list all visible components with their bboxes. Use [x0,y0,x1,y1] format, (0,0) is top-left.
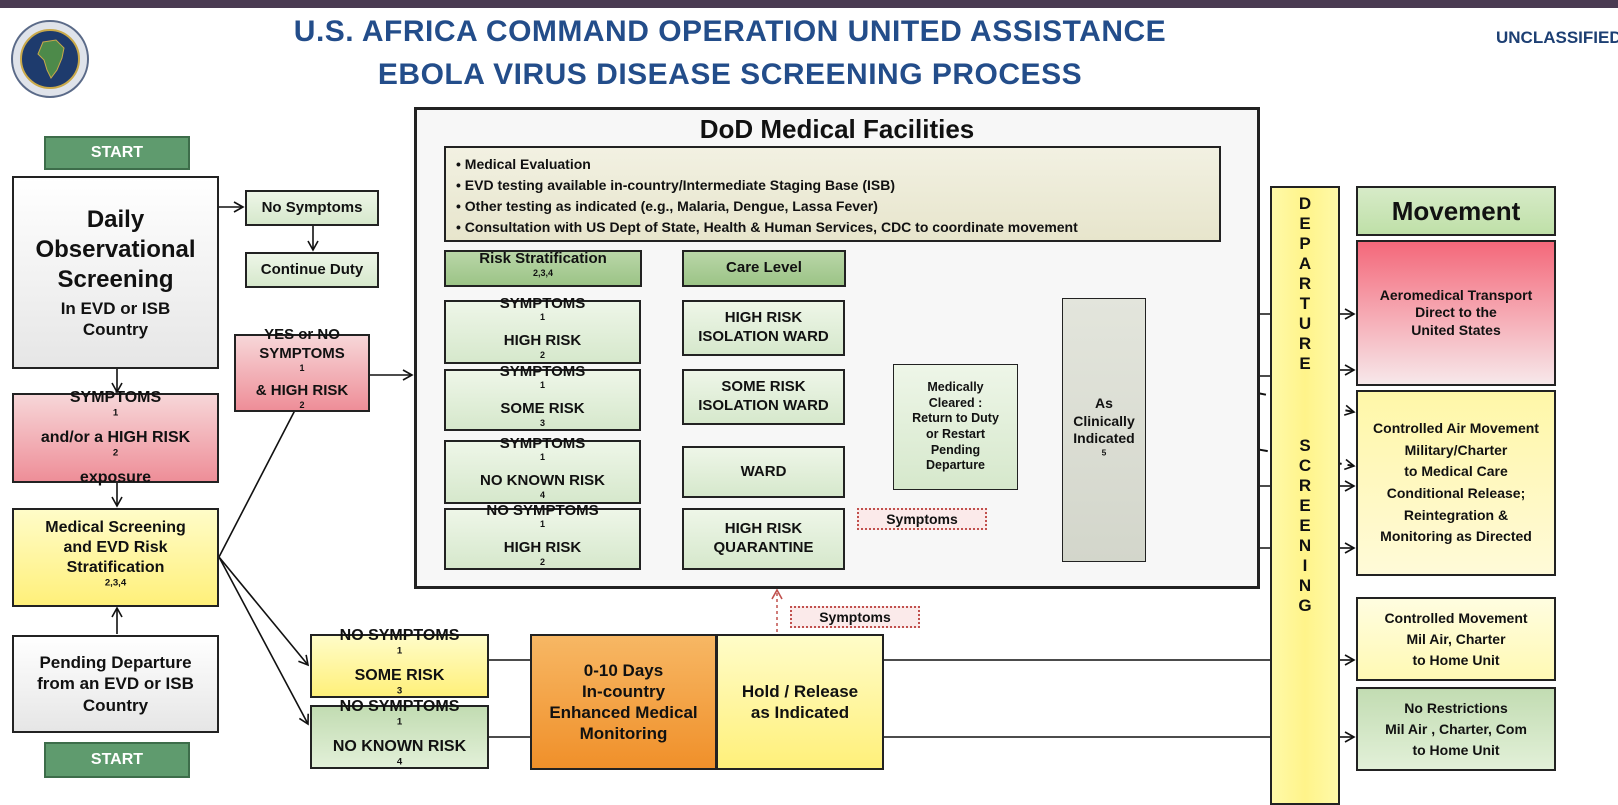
continue-duty-box: Continue Duty [245,252,379,288]
bullet-item: • Other testing as indicated (e.g., Mala… [456,198,878,214]
start-label-bottom: START [44,742,190,778]
controlled-movement-box: Controlled Movement Mil Air, Charter to … [1356,597,1556,681]
top-border-bar [0,0,1618,8]
aeromedical-transport-box: Aeromedical Transport Direct to the Unit… [1356,240,1556,386]
care-ward: WARD [682,446,845,498]
movement-header: Movement [1356,186,1556,236]
africom-seal-logo [10,18,90,100]
controlled-air-movement-box: Controlled Air Movement Military/Charter… [1356,390,1556,576]
bullet-item: • Medical Evaluation [456,156,591,172]
daily-screening-box: Daily Observational Screening In EVD or … [12,176,219,369]
medically-cleared-box: Medically Cleared : Return to Duty or Re… [893,364,1018,490]
pending-departure-box: Pending Departure from an EVD or ISB Cou… [12,635,219,733]
dod-panel-title: DoD Medical Facilities [699,114,975,144]
enhanced-monitoring-box: 0-10 Days In-country Enhanced Medical Mo… [530,634,717,770]
bullet-item: • EVD testing available in-country/Inter… [456,177,895,193]
dod-bullet-list: • Medical Evaluation • EVD testing avail… [444,146,1221,242]
medical-screening-box: Medical Screening and EVD Risk Stratific… [12,508,219,607]
hold-release-box: Hold / Release as Indicated [716,634,884,770]
page-title-line1: U.S. AFRICA COMMAND OPERATION UNITED ASS… [293,15,1167,48]
no-symptoms-box: No Symptoms [245,190,379,226]
care-level-header: Care Level [682,250,846,287]
bullet-item: • Consultation with US Dept of State, He… [456,219,1078,235]
symptoms-return-label: Symptoms [857,508,987,530]
page-title-line2: EBOLA VIRUS DISEASE SCREENING PROCESS [377,58,1083,91]
bottom-symptoms-label: Symptoms [790,606,920,628]
classification-label: UNCLASSIFIED [1496,28,1618,47]
start-label-top: START [44,136,190,170]
no-restrictions-box: No Restrictions Mil Air , Charter, Com t… [1356,687,1556,771]
